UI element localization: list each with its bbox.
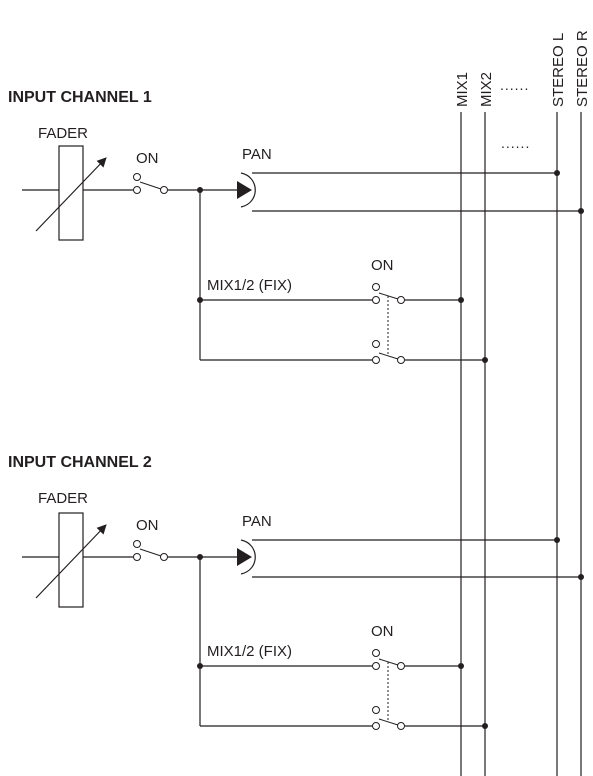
bus-ellipsis-middle: ...... [501,135,530,151]
on-switch-top-contact [133,173,141,181]
on-switch-right-contact [160,186,168,194]
fader-arrow [35,524,107,599]
on-switch-left-contact [133,553,141,561]
pan-triangle [237,181,252,199]
fader-arrow [35,157,107,232]
mix-on-label: ON [371,623,394,640]
bus-ellipsis: ...... [500,77,529,93]
on-switch-right-contact [160,553,168,561]
on-label: ON [136,150,159,167]
stereo-l-junction [554,170,560,176]
mix1-switch-right-contact [397,662,405,670]
stereo-r-label: STEREO R [574,30,591,107]
mix2-switch-right-contact [397,356,405,364]
on-switch-lever [139,181,162,190]
stereo-l-junction [554,537,560,543]
mix2-switch-top-contact [372,706,380,714]
channel-title: INPUT CHANNEL 2 [8,454,152,471]
mix2-label: MIX2 [478,72,495,107]
stereo-r-junction [578,574,584,580]
pan-triangle [237,548,252,566]
channel-title: INPUT CHANNEL 1 [8,89,152,106]
fader-box [58,512,84,608]
mix2-bus-junction [482,357,488,363]
mix-label: MIX1/2 (FIX) [207,643,292,660]
mix1-switch-left-contact [372,662,380,670]
mix1-label: MIX1 [454,72,471,107]
on-switch-top-contact [133,540,141,548]
mix2-switch-top-contact [372,340,380,348]
mix2-switch-left-contact [372,356,380,364]
input-channel-2: INPUT CHANNEL 2 FADER ON PAN MIX1/2 (FIX… [8,454,584,730]
mix-on-label: ON [371,257,394,274]
mix1-switch-top-contact [372,649,380,657]
on-switch-lever [139,548,162,557]
stereo-r-junction [578,208,584,214]
mix1-switch-right-contact [397,296,405,304]
bus-labels: MIX1 MIX2 ...... STEREO L STEREO R [454,30,591,107]
fader-label: FADER [38,490,88,507]
mix1-switch-top-contact [372,283,380,291]
mix2-switch-left-contact [372,722,380,730]
on-label: ON [136,517,159,534]
mix1-bus-junction [458,663,464,669]
pan-label: PAN [242,513,272,530]
mix1-bus-junction [458,297,464,303]
mix2-switch-lever [378,718,399,726]
fader-box [58,145,84,241]
mix1-switch-left-contact [372,296,380,304]
input-channel-1: INPUT CHANNEL 1 FADER ON PAN MIX1/2 (FIX… [8,89,584,364]
stereo-l-label: STEREO L [550,33,567,107]
mix2-bus-junction [482,723,488,729]
pan-curve [240,539,256,575]
mix-label: MIX1/2 (FIX) [207,277,292,294]
mix2-switch-lever [378,352,399,360]
mix2-switch-right-contact [397,722,405,730]
on-switch-left-contact [133,186,141,194]
pan-label: PAN [242,146,272,163]
fader-label: FADER [38,125,88,142]
pan-curve [240,172,256,208]
bus-lines [460,112,582,776]
